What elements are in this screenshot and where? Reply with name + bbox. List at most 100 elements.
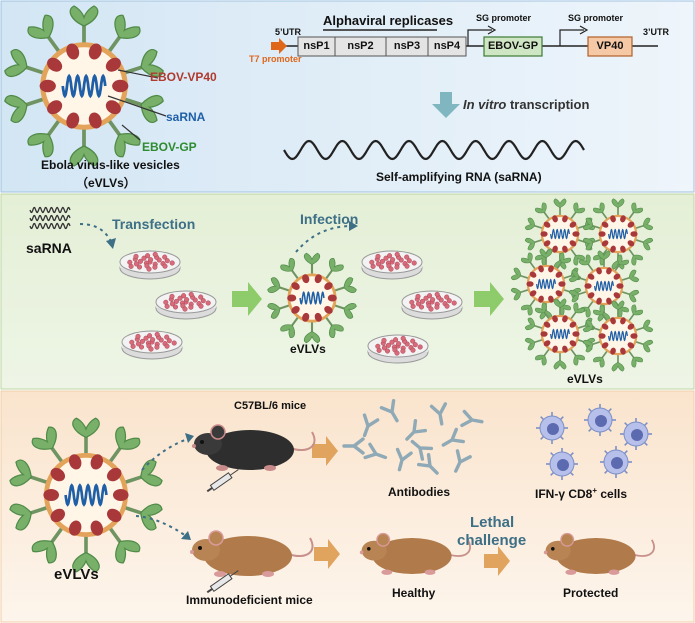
evlvs-label-panel3: eVLVs: [54, 566, 99, 583]
green-arrow-1: [232, 282, 262, 316]
replicase-box: [297, 36, 467, 57]
t-cell-4: [546, 448, 578, 480]
sarna-wave: [283, 139, 585, 161]
transfection-label: Transfection: [112, 216, 196, 232]
gp-gene-box: [483, 36, 543, 57]
sarna-squiggles: [29, 206, 71, 230]
rna-caption: Self-amplifying RNA (saRNA): [376, 170, 542, 184]
antibody-6: [363, 442, 388, 460]
label-gp: EBOV-GP: [142, 140, 197, 154]
orange-arrow-2: [314, 539, 340, 569]
t-cell-5: [600, 446, 632, 478]
segment-nsp2: nsP2: [347, 40, 374, 52]
antibody-11: [460, 409, 484, 428]
label-vp40: EBOV-VP40: [150, 70, 217, 84]
replicase-header: Alphaviral replicases: [323, 13, 454, 28]
evlv-particle-panel1: [4, 5, 164, 167]
petri-dish-6: [367, 334, 429, 364]
antibody-10: [342, 437, 365, 455]
evlv-particle-panel2-middle: [267, 252, 357, 344]
petri-dish-3: [121, 330, 183, 360]
t-cell-2: [584, 404, 616, 436]
syringe-1: [206, 469, 239, 493]
green-arrow-2: [474, 282, 504, 316]
evlv-particle-panel2-right-6: [582, 300, 654, 372]
mouse-healthy: [359, 532, 471, 575]
transcription-label-italic: In vitro: [463, 97, 507, 112]
antibodies-cluster: [342, 399, 484, 475]
sarna-label-panel2: saRNA: [26, 240, 72, 256]
antibody-7: [395, 447, 413, 472]
gp-gene-label: EBOV-GP: [487, 40, 539, 52]
ifn-cd8-label: IFN-γ CD8+ cells: [535, 486, 627, 501]
t7-promoter-label: T7 promoter: [249, 54, 302, 64]
segment-nsp4: nsP4: [433, 40, 461, 52]
transcription-label: In vitro transcription: [463, 97, 589, 112]
petri-dish-1: [119, 250, 181, 280]
mouse-protected: [543, 532, 655, 575]
antibody-9: [454, 449, 472, 473]
infection-label: Infection: [300, 211, 359, 227]
segment-nsp3: nsP3: [393, 40, 421, 52]
mouse-c57-black: [192, 424, 316, 471]
construct-diagram: [271, 25, 658, 57]
transcription-label-rest: transcription: [506, 97, 590, 112]
sg-promoter-label-1: SG promoter: [476, 13, 532, 23]
mouse-immunodeficient: [190, 530, 314, 577]
utr3-label: 3’UTR: [643, 27, 670, 37]
protected-label: Protected: [563, 586, 619, 600]
syringe-2: [206, 570, 239, 594]
gp-leader-line: [121, 124, 141, 141]
sarna-squiggle-3: [29, 222, 71, 230]
cd8-t-cells: [536, 404, 652, 480]
particle-title-line2: （eVLVs）: [76, 176, 136, 190]
antibody-3: [405, 418, 428, 441]
ifn-prefix: IFN-γ CD8: [535, 487, 593, 501]
antibody-5: [441, 427, 465, 447]
immunodeficient-mice-label: Immunodeficient mice: [186, 593, 313, 607]
sarna-squiggle-1: [29, 206, 71, 214]
antibodies-label: Antibodies: [388, 485, 450, 499]
t7-promoter-arrow: [271, 38, 287, 54]
orange-arrow-3: [484, 546, 510, 576]
t-cell-3: [620, 418, 652, 450]
vp40-gene-box: [587, 36, 633, 57]
sg-promoter-arrow-2: [559, 29, 584, 46]
ifn-suffix: cells: [597, 487, 628, 501]
evlv-particle-panel3: [9, 417, 163, 573]
transcription-arrow: [432, 92, 460, 118]
lethal-label: Lethal: [470, 514, 515, 531]
antibody-12: [410, 439, 434, 461]
petri-dish-4: [361, 250, 423, 280]
challenge-label: challenge: [457, 532, 527, 549]
infection-dotted-arrow: [295, 225, 353, 253]
petri-dishes: [119, 250, 463, 364]
sg-promoter-label-2: SG promoter: [568, 13, 624, 23]
evlv-particle-panel2-right-2: [582, 198, 654, 270]
antibody-4: [429, 402, 448, 426]
particle-title-line1: Ebola virus-like vesicles: [41, 158, 180, 172]
antibody-1: [362, 413, 380, 438]
evlvs-label-right: eVLVs: [567, 372, 603, 386]
ifn-superscript: +: [592, 486, 598, 495]
evlvs-label-middle: eVLVs: [290, 342, 326, 356]
sg-promoter-arrow-1: [467, 29, 492, 46]
sarna-leader-line: [107, 95, 167, 117]
evlv-particle-panel2-right-4: [568, 250, 640, 322]
utr5-label: 5’UTR: [275, 27, 302, 37]
antibody-8: [416, 452, 439, 475]
evlv-particle-panel2-right-5: [524, 298, 596, 370]
t-cell-1: [536, 412, 568, 444]
petri-dish-5: [401, 290, 463, 320]
antibody-2: [379, 399, 399, 423]
vp40-gene-label: VP40: [596, 40, 624, 52]
label-sarna: saRNA: [166, 110, 206, 124]
dotted-arrow-to-immunodeficient: [135, 515, 187, 537]
petri-dish-2: [155, 290, 217, 320]
dotted-arrow-to-c57: [141, 437, 191, 471]
vp40-leader-line: [117, 69, 159, 79]
c57-mice-label: C57BL/6 mice: [234, 400, 307, 412]
healthy-label: Healthy: [392, 586, 436, 600]
